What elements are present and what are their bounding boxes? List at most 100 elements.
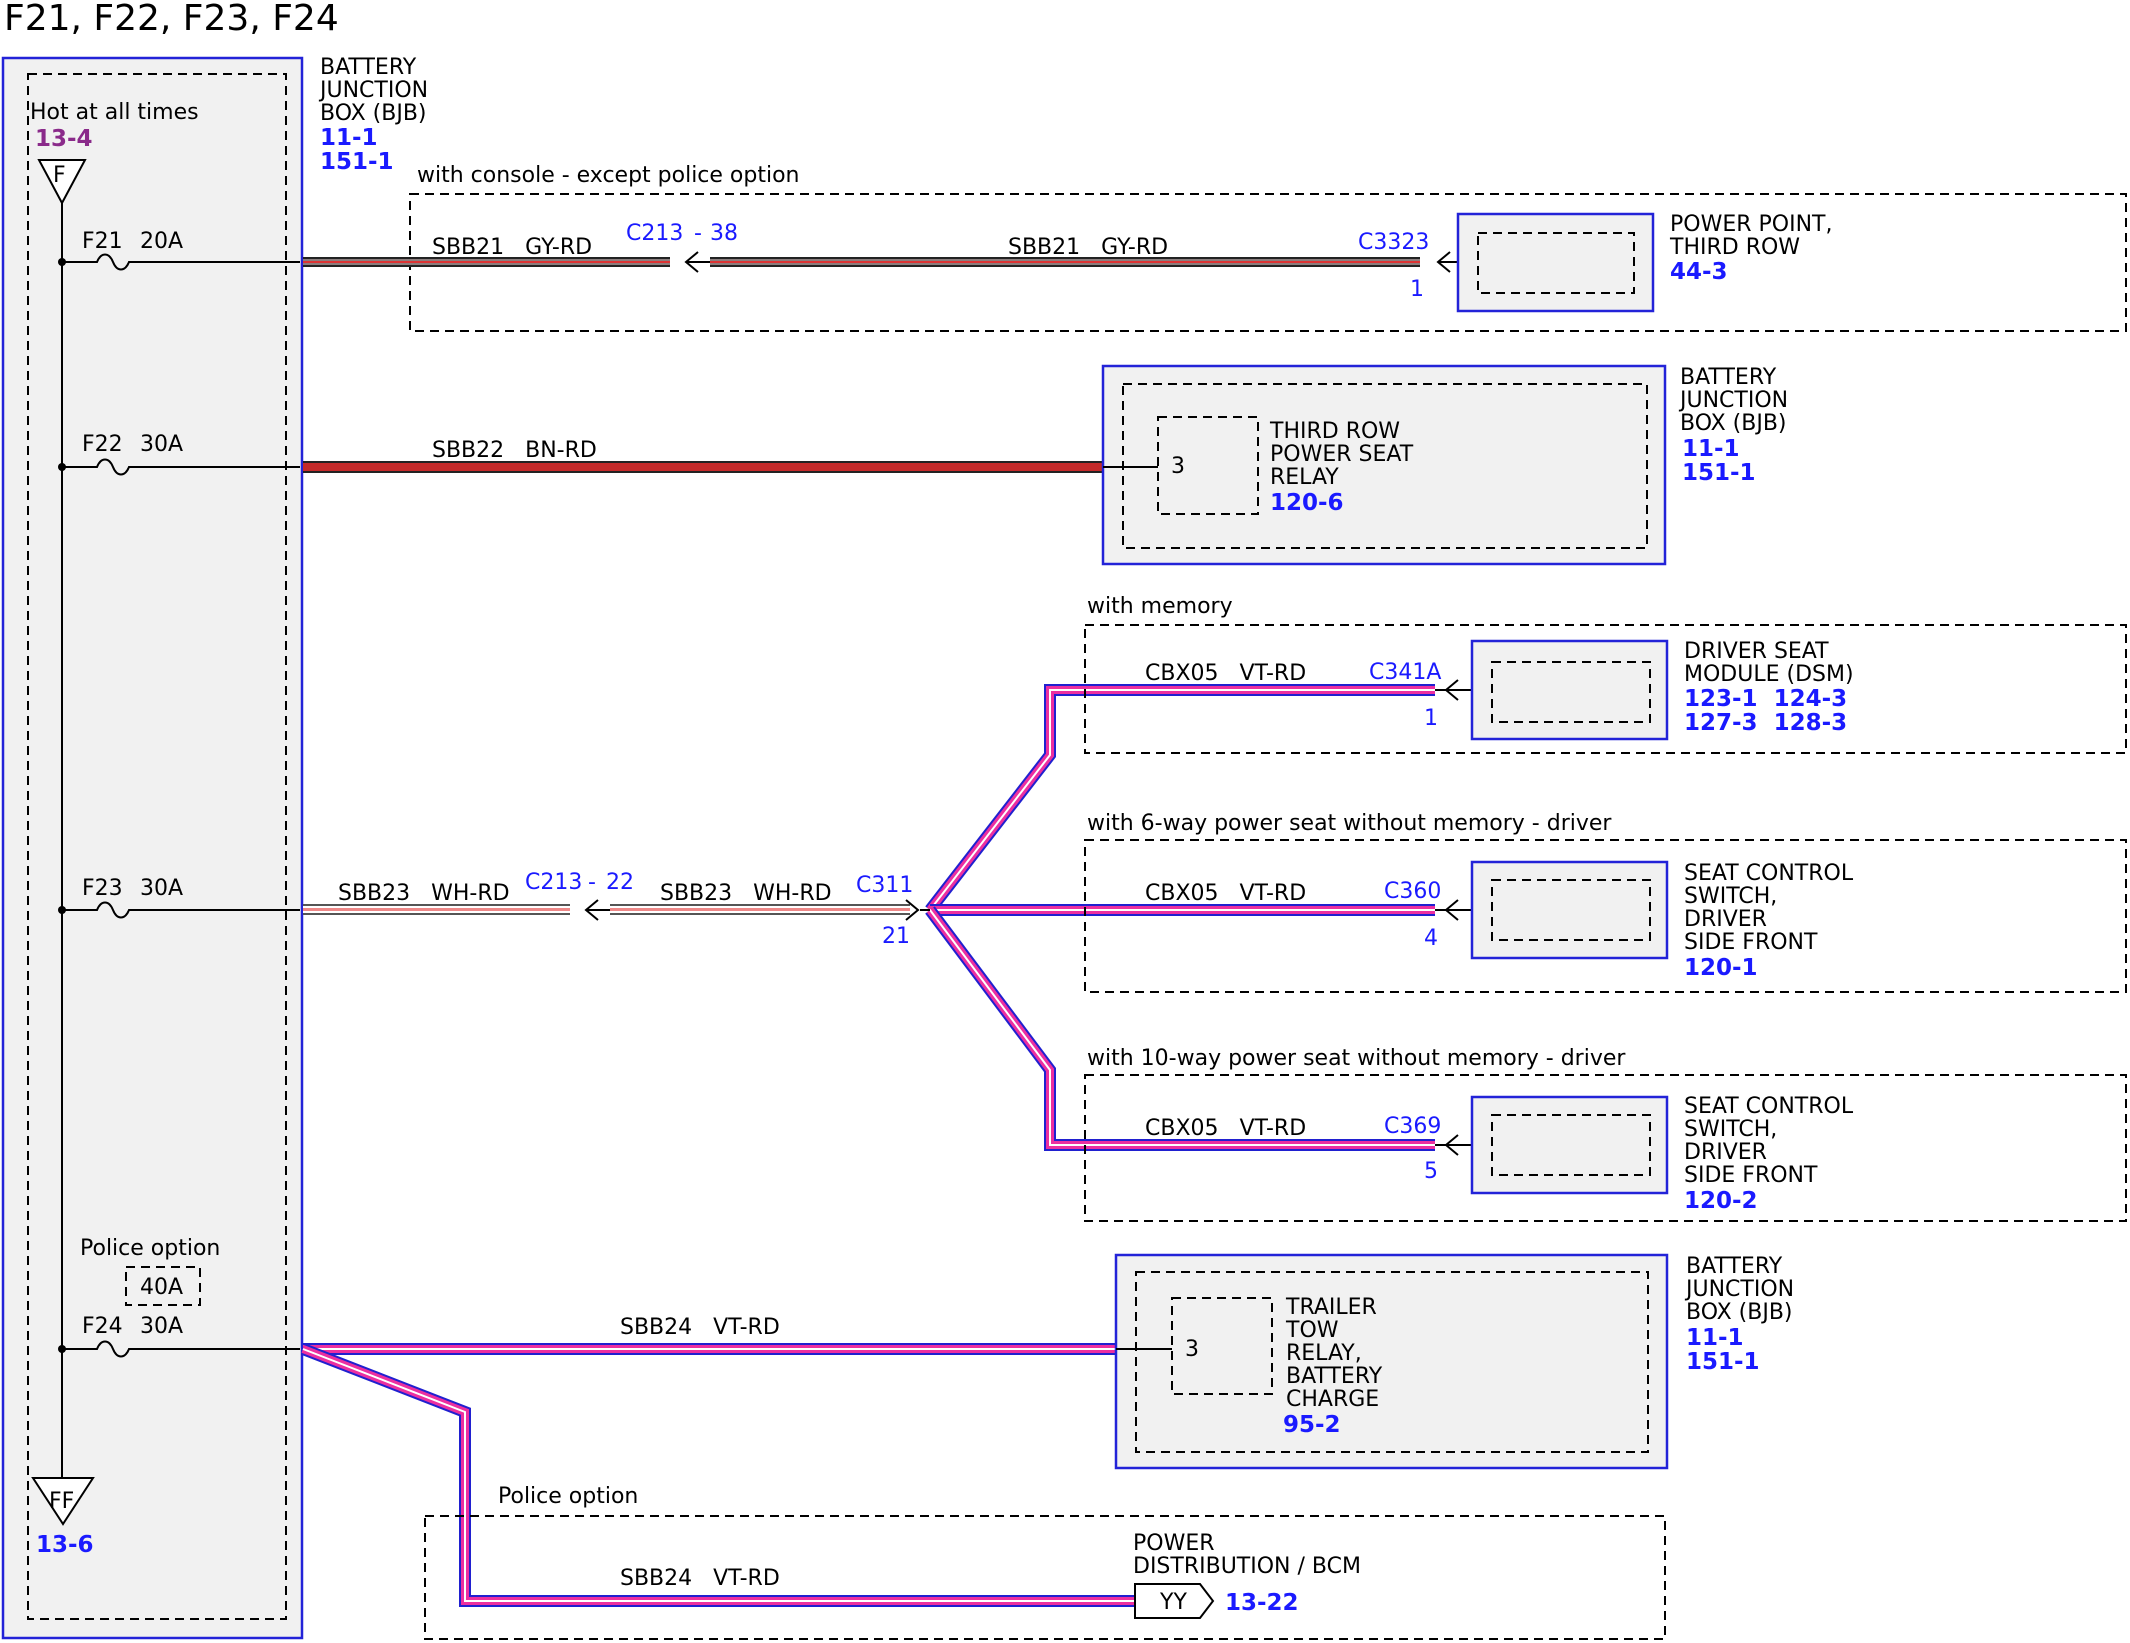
switch-6way-inner [1491, 879, 1651, 941]
wire-sbb22[interactable] [303, 461, 1103, 473]
circuit3-inline-conn[interactable]: C213 [525, 870, 582, 895]
police-tag: YY [1159, 1590, 1187, 1615]
branch1-wire-label: CBX05 VT-RD [1145, 661, 1306, 686]
branch2-conn[interactable]: C360 [1384, 879, 1441, 904]
circuit3-splice-pin: 21 [882, 924, 910, 949]
battery-junction-box-trailer[interactable] [1114, 1253, 1669, 1470]
trailer-tow-relay[interactable] [1171, 1297, 1273, 1395]
circuit2-box-ref-1[interactable]: 11-1 [1682, 436, 1740, 462]
branch1-conn[interactable]: C341A [1369, 660, 1441, 685]
bus-bottom-ref[interactable]: 13-6 [36, 1532, 94, 1558]
branch3-pin: 5 [1424, 1159, 1438, 1184]
branch3-component-line4: SIDE FRONT [1684, 1163, 1818, 1188]
branch3-option-box [1084, 1074, 2127, 1222]
police-dest-line1: POWER [1133, 1531, 1215, 1556]
power-point-inner [1477, 232, 1635, 294]
wire-cbx05-branches[interactable] [925, 684, 1435, 1151]
police-ref[interactable]: 13-22 [1225, 1590, 1299, 1616]
police-option-label: Police option [80, 1236, 220, 1261]
third-row-power-seat-relay[interactable] [1157, 416, 1259, 515]
bjb-ref-2[interactable]: 151-1 [320, 149, 394, 175]
circuit2-box-line2: JUNCTION [1678, 388, 1788, 413]
circuit3-wire-mid-label: SBB23 WH-RD [660, 881, 832, 906]
police-option-box [424, 1515, 1666, 1640]
power-point-third-row[interactable] [1456, 212, 1655, 313]
circuit1-inline-pin: 38 [710, 221, 738, 246]
hot-label: Hot at all times [30, 100, 199, 125]
bjb-ref-1[interactable]: 11-1 [320, 125, 378, 151]
bus-bottom-label: FF [49, 1489, 74, 1514]
wire-sbb23-mid[interactable] [610, 904, 910, 915]
police-wire-label: SBB24 VT-RD [620, 1566, 780, 1591]
seat-control-switch-10way[interactable] [1470, 1095, 1669, 1195]
circuit1-pin: 1 [1410, 277, 1424, 302]
fuse-f22-symbol[interactable] [62, 458, 300, 476]
seat-control-switch-6way[interactable] [1470, 860, 1669, 960]
circuit4-pin: 3 [1185, 1337, 1199, 1362]
branch1-option-box [1084, 624, 2127, 754]
circuit4-box-ref-2[interactable]: 151-1 [1686, 1349, 1760, 1375]
circuit1-condition: with console - except police option [417, 163, 800, 188]
circuit2-wire-label: SBB22 BN-RD [432, 438, 597, 463]
circuit4-box-line3: BOX (BJB) [1686, 1300, 1793, 1325]
branch3-condition: with 10-way power seat without memory - … [1087, 1046, 1626, 1071]
circuit3-inline-dash: - [588, 870, 596, 895]
circuit1-ref[interactable]: 44-3 [1670, 259, 1728, 285]
fuse-f24-symbol[interactable] [62, 1340, 300, 1358]
bjb-label-line2: JUNCTION [318, 78, 428, 103]
circuit4-box-line1: BATTERY [1686, 1254, 1783, 1279]
circuit2-relay-line2: POWER SEAT [1270, 442, 1414, 467]
branch2-component-line3: DRIVER [1684, 907, 1767, 932]
bjb-label-line1: BATTERY [320, 55, 417, 80]
circuit2-box-ref-2[interactable]: 151-1 [1682, 460, 1756, 486]
dsm-inner [1491, 661, 1651, 723]
circuit4-relay-ref[interactable]: 95-2 [1283, 1412, 1341, 1438]
branch1-refs-1[interactable]: 123-1 124-3 [1684, 686, 1847, 712]
circuit2-relay-ref[interactable]: 120-6 [1270, 490, 1344, 516]
branch1-pin: 1 [1424, 706, 1438, 731]
battery-junction-box-relay[interactable] [1101, 364, 1667, 566]
circuit4-box-ref-1[interactable]: 11-1 [1686, 1325, 1744, 1351]
branch1-refs-2[interactable]: 127-3 128-3 [1684, 710, 1847, 736]
bjb-trailer-inner [1135, 1271, 1649, 1453]
fuse-f21-id: F21 [82, 229, 123, 254]
circuit3-splice-conn[interactable]: C311 [856, 873, 913, 898]
wire-sbb24[interactable] [300, 1343, 1135, 1607]
fuse-f23-symbol[interactable] [62, 901, 300, 919]
fuse-f22-amp: 30A [140, 432, 183, 457]
circuit4-relay-line1: TRAILER [1285, 1295, 1377, 1320]
circuit2-box-line1: BATTERY [1680, 365, 1777, 390]
fuse-f21-symbol[interactable] [62, 253, 300, 271]
circuit1-component-line1: POWER POINT, [1670, 212, 1832, 237]
wire-sbb23-left[interactable] [303, 904, 570, 915]
splice-arrow [905, 899, 920, 921]
circuit1-conn[interactable]: C3323 [1358, 230, 1429, 255]
branch2-option-box [1084, 839, 2127, 993]
hot-ref[interactable]: 13-4 [35, 126, 93, 152]
bjb-label-line3: BOX (BJB) [320, 101, 427, 126]
branch3-conn[interactable]: C369 [1384, 1114, 1441, 1139]
wire-sbb21-left[interactable] [303, 257, 670, 267]
circuit1-inline-conn[interactable]: C213 [626, 221, 683, 246]
branch2-component-line4: SIDE FRONT [1684, 930, 1818, 955]
police-condition: Police option [498, 1484, 638, 1509]
bus-top-symbol [37, 159, 87, 206]
circuit4-relay-line3: RELAY, [1286, 1341, 1362, 1366]
offpage-connector-yy[interactable] [1134, 1583, 1215, 1619]
circuit4-wire-label: SBB24 VT-RD [620, 1315, 780, 1340]
branch2-pin: 4 [1424, 926, 1438, 951]
circuit3-wire-left-label: SBB23 WH-RD [338, 881, 510, 906]
driver-seat-module[interactable] [1470, 639, 1669, 741]
circuit1-wire-right-label: SBB21 GY-RD [1008, 235, 1168, 260]
wire-sbb21-right[interactable] [710, 257, 1420, 267]
branch3-component-line2: SWITCH, [1684, 1117, 1777, 1142]
branch3-ref[interactable]: 120-2 [1684, 1188, 1758, 1214]
branch2-ref[interactable]: 120-1 [1684, 955, 1758, 981]
fuse-f24-id: F24 [82, 1314, 123, 1339]
branch2-condition: with 6-way power seat without memory - d… [1087, 811, 1612, 836]
fuse-f21-amp: 20A [140, 229, 183, 254]
police-dest-line2: DISTRIBUTION / BCM [1133, 1554, 1361, 1579]
circuit2-box-line3: BOX (BJB) [1680, 411, 1787, 436]
circuit4-relay-line2: TOW [1285, 1318, 1339, 1343]
